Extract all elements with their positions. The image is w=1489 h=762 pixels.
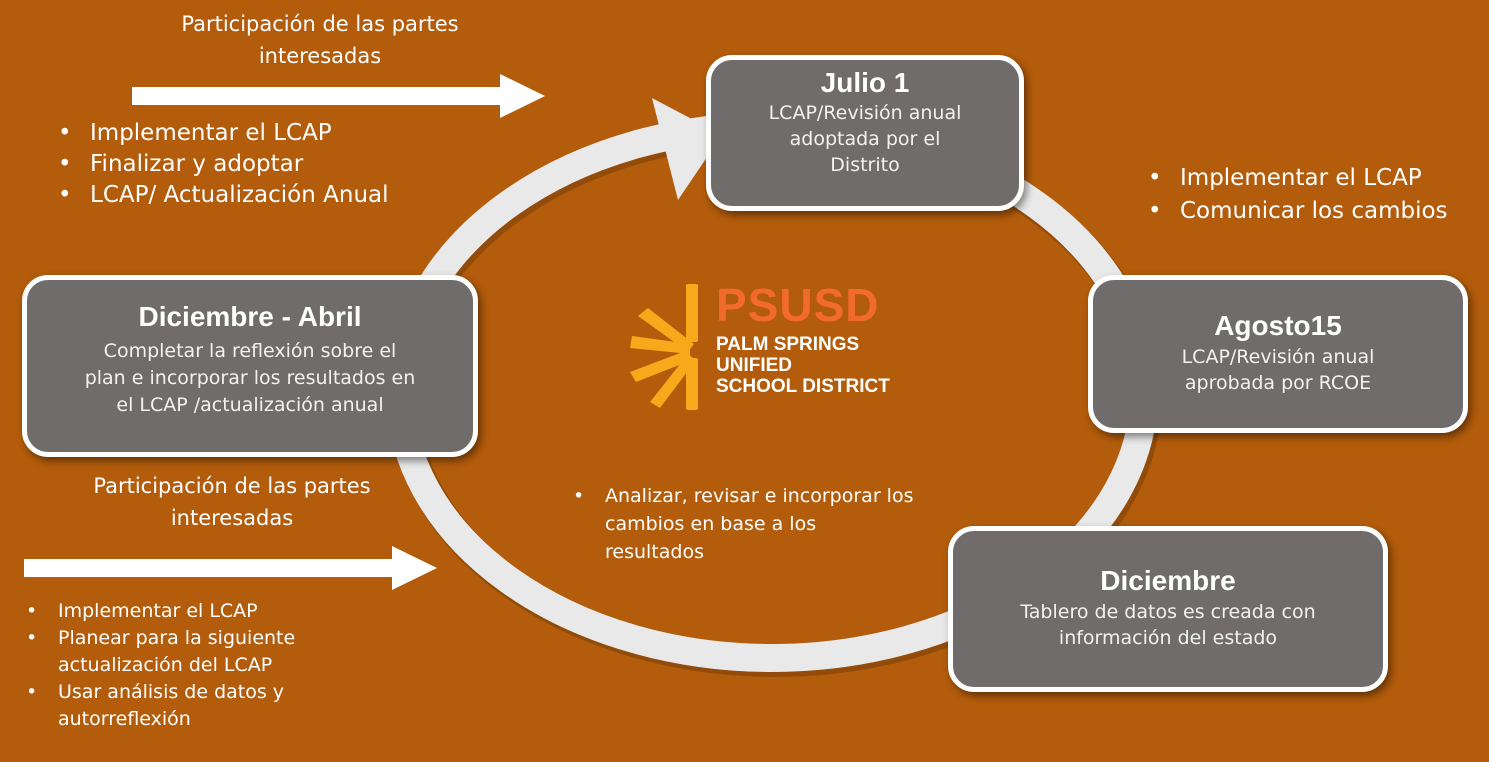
logo-line-1: PALM SPRINGS	[716, 334, 860, 355]
box-title: Julio 1	[820, 67, 910, 98]
bottom-left-heading: Participación de las partes interesadas	[93, 474, 371, 530]
cycle-arrowhead	[652, 98, 722, 200]
logo-name: PSUSD	[716, 279, 880, 331]
box-title: Agosto15	[1214, 310, 1342, 341]
agosto-15-box: Agosto15 LCAP/Revisión anual aprobada po…	[1088, 275, 1468, 433]
list-item: Analizar, revisar e incorporar los cambi…	[573, 482, 915, 566]
sunburst-logo-icon	[630, 284, 698, 410]
list-item: Planear para la siguiente actualización …	[26, 625, 348, 679]
box-title: Diciembre	[1100, 565, 1236, 596]
list-item: LCAP/ Actualización Anual	[58, 180, 390, 211]
top-left-heading: Participación de las partes interesadas	[181, 12, 459, 68]
list-item: Comunicar los cambios	[1148, 195, 1485, 228]
bottom-left-arrow	[24, 546, 437, 590]
logo-line-3: SCHOOL DISTRICT	[716, 376, 890, 397]
box-title: Diciembre - Abril	[138, 301, 362, 332]
list-item: Finalizar y adoptar	[58, 149, 390, 180]
list-item: Usar análisis de datos y autorreflexión	[26, 679, 348, 733]
logo-line-2: UNIFIED	[716, 355, 792, 376]
diciembre-box: Diciembre Tablero de datos es creada con…	[948, 526, 1388, 692]
julio-1-box: Julio 1 LCAP/Revisión anual adoptada por…	[706, 55, 1024, 211]
right-bullets: Implementar el LCAP Comunicar los cambio…	[1148, 162, 1485, 228]
center-bullets: Analizar, revisar e incorporar los cambi…	[573, 482, 915, 566]
list-item: Implementar el LCAP	[58, 118, 390, 149]
psusd-logo: PSUSD PALM SPRINGS UNIFIED SCHOOL DISTRI…	[630, 282, 920, 412]
list-item: Implementar el LCAP	[1148, 162, 1485, 195]
top-left-bullets: Implementar el LCAP Finalizar y adoptar …	[58, 118, 390, 211]
list-item: Implementar el LCAP	[26, 598, 348, 625]
bottom-left-bullets: Implementar el LCAP Planear para la sigu…	[26, 598, 348, 733]
top-left-arrow	[132, 74, 545, 118]
diciembre-abril-box: Diciembre - Abril Completar la reflexión…	[22, 275, 478, 457]
